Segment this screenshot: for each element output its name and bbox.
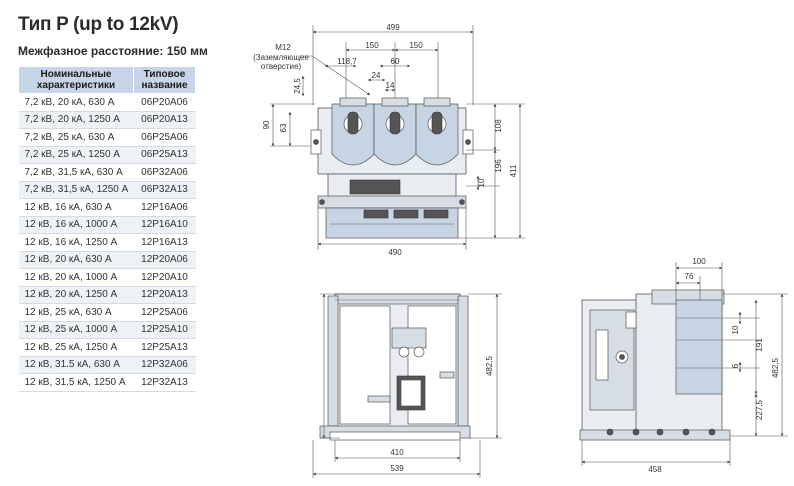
- type-name-cell: 12P32A06: [133, 356, 196, 374]
- rating-cell: 7,2 кВ, 31,5 кА, 630 А: [18, 163, 134, 182]
- rating-cell: 12 кВ, 20 кА, 630 А: [18, 251, 134, 269]
- dim-118-7: 118,7: [337, 57, 357, 66]
- dim-60: 60: [391, 57, 400, 66]
- m12-note-line2: отверстие): [261, 62, 302, 71]
- type-name-cell: 12P25A06: [133, 303, 196, 322]
- m12-note-line1: (Заземляющее: [253, 53, 309, 62]
- header-ratings: Номинальные характеристики: [18, 66, 134, 94]
- side-dim-482-5: 482,5: [771, 357, 780, 378]
- type-name-cell: 12P16A13: [133, 233, 196, 252]
- front-dim-482-5: 482,5: [485, 355, 494, 376]
- rating-cell: 7,2 кВ, 20 кА, 1250 А: [18, 111, 134, 129]
- dim-150-right: 150: [409, 41, 423, 50]
- type-name-cell: 12P20A06: [133, 251, 196, 269]
- rating-cell: 7,2 кВ, 31,5 кА, 1250 А: [18, 181, 134, 199]
- dim-14: 14: [386, 81, 395, 90]
- dim-411: 411: [509, 164, 518, 177]
- dim-24-5: 24,5: [293, 78, 302, 94]
- type-name-cell: 12P16A10: [133, 216, 196, 234]
- dim-196: 196: [494, 159, 503, 173]
- top-view-drawing: 499 150 150 M12 (Заземляющее отверстие) …: [253, 23, 525, 257]
- type-name-cell: 12P20A10: [133, 268, 196, 287]
- rating-cell: 7,2 кВ, 25 кА, 630 А: [18, 128, 134, 147]
- front-view-drawing: 482,5 410 539: [312, 293, 502, 478]
- dim-63: 63: [279, 123, 288, 132]
- side-dim-458: 458: [648, 465, 662, 474]
- dim-150-left: 150: [365, 41, 379, 50]
- dim-24: 24: [372, 71, 381, 80]
- rating-cell: 12 кВ, 31.5 кА, 1250 А: [18, 373, 134, 392]
- type-name-cell: 06P32A06: [133, 163, 196, 182]
- rating-cell: 12 кВ, 25 кА, 630 А: [18, 303, 134, 322]
- side-dim-191: 191: [755, 338, 764, 352]
- type-name-cell: 12P25A13: [133, 338, 196, 357]
- rating-cell: 12 кВ, 16 кА, 1250 А: [18, 233, 134, 252]
- type-name-cell: 12P32A13: [133, 373, 196, 392]
- rating-cell: 12 кВ, 20 кА, 1250 А: [18, 286, 134, 304]
- dim-90: 90: [262, 120, 271, 129]
- dim-490: 490: [388, 248, 402, 257]
- rating-cell: 7,2 кВ, 20 кА, 630 А: [18, 93, 134, 112]
- dim-499: 499: [386, 23, 400, 32]
- rating-cell: 12 кВ, 20 кА, 1000 А: [18, 268, 134, 287]
- type-name-cell: 06P25A13: [133, 146, 196, 164]
- page-title: Тип P (up to 12kV): [18, 14, 179, 35]
- type-name-cell: 12P16A06: [133, 198, 196, 217]
- front-dim-539: 539: [390, 464, 404, 473]
- side-dim-6: 6: [731, 363, 740, 368]
- front-dim-410: 410: [390, 448, 404, 457]
- rating-cell: 7,2 кВ, 25 кА, 1250 А: [18, 146, 134, 164]
- side-dim-100: 100: [692, 257, 706, 266]
- header-type-name: Типовое название: [133, 66, 196, 94]
- side-dim-76: 76: [685, 272, 694, 281]
- dim-108: 108: [494, 119, 503, 133]
- side-view-drawing: 100 76 10 6 191 227,5 482,5 458: [579, 257, 788, 474]
- dim-10-top: 10: [477, 178, 486, 187]
- type-name-cell: 06P20A13: [133, 111, 196, 129]
- rating-cell: 12 кВ, 25 кА, 1250 А: [18, 338, 134, 357]
- ratings-table: Номинальные характеристики Типовое назва…: [18, 66, 196, 392]
- side-dim-227-5: 227,5: [755, 399, 764, 420]
- rating-cell: 12 кВ, 16 кА, 630 А: [18, 198, 134, 217]
- type-name-cell: 06P32A13: [133, 181, 196, 199]
- side-dim-10: 10: [731, 325, 740, 334]
- type-name-cell: 06P25A06: [133, 128, 196, 147]
- m12-label: M12: [275, 43, 291, 52]
- phase-spacing-subtitle: Межфазное расстояние: 150 мм: [18, 44, 208, 58]
- rating-cell: 12 кВ, 16 кА, 1000 А: [18, 216, 134, 234]
- type-name-cell: 12P20A13: [133, 286, 196, 304]
- rating-cell: 12 кВ, 25 кА, 1000 А: [18, 321, 134, 339]
- rating-cell: 12 кВ, 31.5 кА, 630 А: [18, 356, 134, 374]
- table-header-row: Номинальные характеристики Типовое назва…: [18, 66, 196, 94]
- type-name-cell: 12P25A10: [133, 321, 196, 339]
- type-name-cell: 06P20A06: [133, 93, 196, 112]
